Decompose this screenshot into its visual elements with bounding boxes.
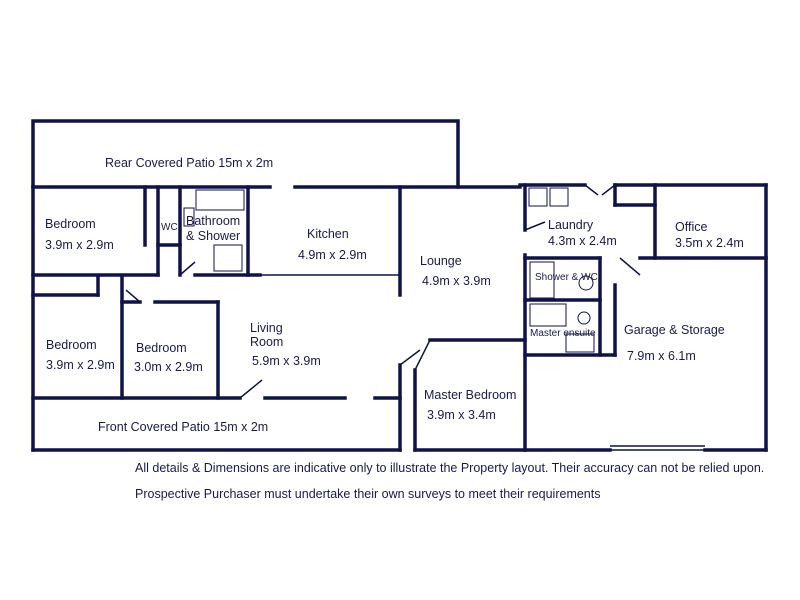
laundry-sink-fixture (549, 187, 569, 207)
wc-label: WC (161, 222, 178, 233)
bedroom-c-name: Bedroom (136, 341, 187, 355)
living-size: 5.9m x 3.9m (252, 354, 321, 368)
kitchen-size: 4.9m x 2.9m (298, 248, 367, 262)
bathroom-label-line2: & Shower (186, 229, 240, 243)
master-ensuite-label: Master ensuite (530, 328, 596, 339)
living-label-line1: Living (250, 321, 283, 335)
ensuite-shower-fixture (529, 261, 555, 299)
bedroom-b-name: Bedroom (46, 338, 97, 352)
bathroom-label-line1: Bathroom (186, 214, 240, 228)
bedroom-c-size: 3.0m x 2.9m (134, 360, 203, 374)
garage-name: Garage & Storage (624, 323, 725, 337)
bedroom-b-size: 3.9m x 2.9m (46, 358, 115, 372)
ensuite-vanity-fixture (529, 303, 567, 327)
bedroom-a-size: 3.9m x 2.9m (45, 238, 114, 252)
front-patio-label: Front Covered Patio 15m x 2m (98, 420, 268, 434)
master-bedroom-name: Master Bedroom (424, 388, 516, 402)
ensuite-basin-fixture (565, 333, 595, 353)
disclaimer-line-1: All details & Dimensions are indicative … (135, 461, 765, 475)
bath-fixture (195, 189, 245, 211)
lounge-name: Lounge (420, 254, 462, 268)
disclaimer-line-2: Prospective Purchaser must undertake the… (135, 487, 601, 501)
laundry-tub-fixture (528, 187, 548, 207)
laundry-size: 4.3m x 2.4m (548, 234, 617, 248)
kitchen-name: Kitchen (307, 227, 349, 241)
room-labels: Rear Covered Patio 15m x 2m Bedroom 3.9m… (45, 156, 744, 434)
shower-fixture (213, 244, 243, 272)
bedroom-a-name: Bedroom (45, 217, 96, 231)
lounge-size: 4.9m x 3.9m (422, 274, 491, 288)
interior-walls (31, 183, 768, 452)
garage-size: 7.9m x 6.1m (627, 349, 696, 363)
laundry-name: Laundry (548, 218, 594, 232)
ensuite-toilet-fixture (578, 275, 594, 291)
office-name: Office (675, 220, 707, 234)
shower-wc-label: Shower & WC (535, 272, 598, 283)
rear-patio-walls (31, 119, 460, 189)
house-outer-walls (31, 183, 768, 452)
fixtures (183, 187, 595, 353)
office-size: 3.5m x 2.4m (675, 236, 744, 250)
door-swings (125, 184, 705, 451)
master-bedroom-size: 3.9m x 3.4m (427, 408, 496, 422)
rear-patio-label: Rear Covered Patio 15m x 2m (105, 156, 273, 170)
toilet-fixture (183, 207, 195, 227)
ensuite-toilet2-fixture (577, 311, 591, 325)
living-label-line2: Room (250, 335, 283, 349)
